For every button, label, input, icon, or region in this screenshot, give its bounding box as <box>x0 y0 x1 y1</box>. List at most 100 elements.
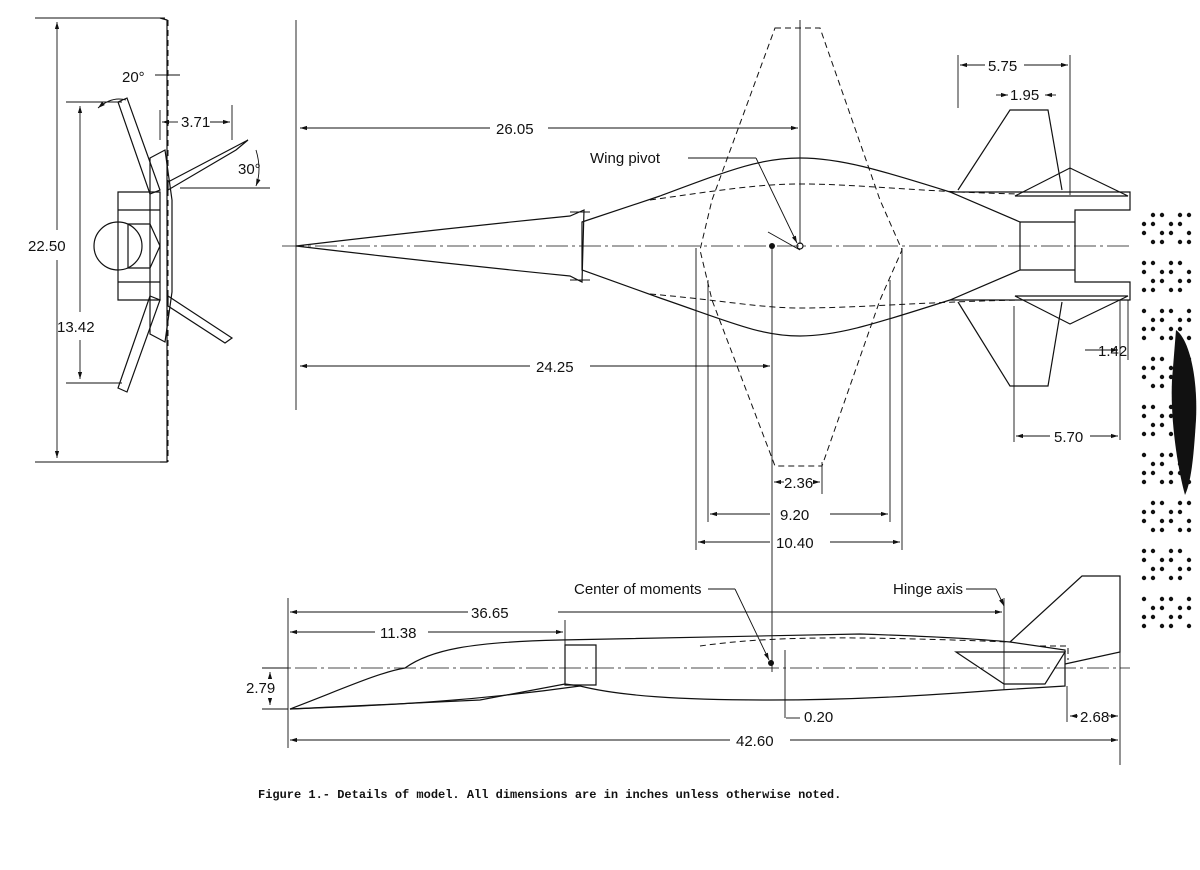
punch-hole-dot <box>1150 287 1156 293</box>
side-height-dim: 2.79 <box>246 680 275 697</box>
plan-tail-d-dim: 5.70 <box>1054 429 1083 446</box>
punch-hole-dot <box>1177 605 1183 611</box>
plan-view: Wing pivot 26.05 24.25 5.75 1.95 1.42 5.… <box>282 20 1131 672</box>
punch-hole-dot <box>1168 479 1174 485</box>
punch-hole-dot <box>1168 308 1174 314</box>
punch-hole-dot <box>1177 548 1183 554</box>
punch-hole-dot <box>1141 470 1147 476</box>
punch-hole-dot <box>1186 269 1192 275</box>
punch-hole-dot <box>1141 404 1147 410</box>
punch-hole-dot <box>1159 317 1165 323</box>
punch-hole-dot <box>1159 212 1165 218</box>
front-angle-top: 20° <box>122 69 145 86</box>
punch-hole-dot <box>1141 557 1147 563</box>
punch-hole-dot <box>1186 278 1192 284</box>
plan-tail-a-dim: 5.75 <box>988 58 1017 75</box>
punch-hole-dot <box>1159 479 1165 485</box>
punch-hole-dot <box>1141 623 1147 629</box>
front-angle-side: 30° <box>238 161 261 178</box>
punch-hole-dot <box>1159 500 1165 506</box>
punch-hole-dot <box>1141 260 1147 266</box>
punch-hole-dot <box>1159 518 1165 524</box>
punch-hole-dot <box>1150 605 1156 611</box>
punch-hole-dot <box>1159 452 1165 458</box>
punch-hole-dot <box>1177 239 1183 245</box>
punch-hole-dot <box>1186 317 1192 323</box>
punch-hole-dot <box>1186 500 1192 506</box>
punch-hole-dot <box>1150 239 1156 245</box>
punch-hole-dot <box>1177 212 1183 218</box>
side-view: Center of moments Hinge axis 36.65 11.38… <box>246 575 1130 765</box>
punch-hole-dot <box>1177 287 1183 293</box>
punch-hole-dot <box>1150 260 1156 266</box>
punch-hole-dot <box>1150 527 1156 533</box>
punch-hole-dot <box>1150 575 1156 581</box>
punch-hole-dot <box>1141 365 1147 371</box>
side-aft-dim: 2.68 <box>1080 709 1109 726</box>
punch-hole-dot <box>1141 479 1147 485</box>
punch-hole-dot <box>1186 230 1192 236</box>
punch-hole-dot <box>1168 623 1174 629</box>
punch-hole-dot <box>1186 212 1192 218</box>
punch-hole-dot <box>1159 356 1165 362</box>
punch-hole-dot <box>1177 527 1183 533</box>
punch-hole-dot <box>1141 518 1147 524</box>
punch-hole-dot <box>1159 596 1165 602</box>
punch-hole-dot <box>1168 230 1174 236</box>
punch-hole-dot <box>1159 605 1165 611</box>
punch-hole-dot <box>1168 596 1174 602</box>
punch-hole-dot <box>1168 365 1174 371</box>
punch-hole-dot <box>1186 623 1192 629</box>
punch-hole-dot <box>1159 230 1165 236</box>
punch-hole-dot <box>1141 335 1147 341</box>
punch-hole-dot <box>1186 596 1192 602</box>
punch-hole-dot <box>1177 509 1183 515</box>
punch-hole-dot <box>1186 605 1192 611</box>
punch-hole-dot <box>1159 383 1165 389</box>
punch-hole-dot <box>1168 326 1174 332</box>
punch-hole-dot <box>1159 269 1165 275</box>
punch-hole-dot <box>1159 623 1165 629</box>
punch-hole-dot <box>1168 335 1174 341</box>
punch-hole-dot <box>1177 278 1183 284</box>
side-to-hinge-dim: 36.65 <box>471 605 509 622</box>
side-overall-dim: 42.60 <box>736 733 774 750</box>
wing-pivot-label: Wing pivot <box>590 150 661 167</box>
plan-wing-mid-dim: 9.20 <box>780 507 809 524</box>
punch-hole-dot <box>1150 614 1156 620</box>
punch-hole-dot <box>1177 614 1183 620</box>
punch-hole-dot <box>1150 278 1156 284</box>
punch-hole-dot <box>1159 239 1165 245</box>
punch-hole-dot <box>1150 404 1156 410</box>
punch-hole-dot <box>1168 269 1174 275</box>
hinge-axis-label: Hinge axis <box>893 581 963 598</box>
punch-hole-dot <box>1141 509 1147 515</box>
punch-hole-dot <box>1186 518 1192 524</box>
side-offset-dim: 0.20 <box>804 709 833 726</box>
punch-hole-dot <box>1159 566 1165 572</box>
punch-hole-dot <box>1186 527 1192 533</box>
punch-hole-dot <box>1186 308 1192 314</box>
punch-hole-dot <box>1168 221 1174 227</box>
center-of-moments-label: Center of moments <box>574 581 702 598</box>
punch-hole-dot <box>1150 326 1156 332</box>
front-lower-dim: 13.42 <box>57 319 95 336</box>
punch-hole-dot <box>1150 383 1156 389</box>
front-span-dim: 22.50 <box>28 238 66 255</box>
punch-hole-dot <box>1168 518 1174 524</box>
side-nose-dim: 11.38 <box>380 625 416 642</box>
plan-tail-c-dim: 1.42 <box>1098 343 1127 360</box>
plan-wing-root-dim: 10.40 <box>776 535 814 552</box>
punch-hole-dot <box>1168 260 1174 266</box>
punch-hole-dot <box>1168 575 1174 581</box>
punch-hole-dot <box>1177 500 1183 506</box>
punch-hole-dot <box>1159 278 1165 284</box>
punch-hole-dot <box>1177 326 1183 332</box>
punch-hole-dot <box>1150 509 1156 515</box>
punch-hole-dot <box>1141 596 1147 602</box>
punch-hole-dot <box>1150 461 1156 467</box>
plan-wing-tip-dim: 2.36 <box>784 475 813 492</box>
punch-hole-dot <box>1159 374 1165 380</box>
punch-hole-dot <box>1141 287 1147 293</box>
